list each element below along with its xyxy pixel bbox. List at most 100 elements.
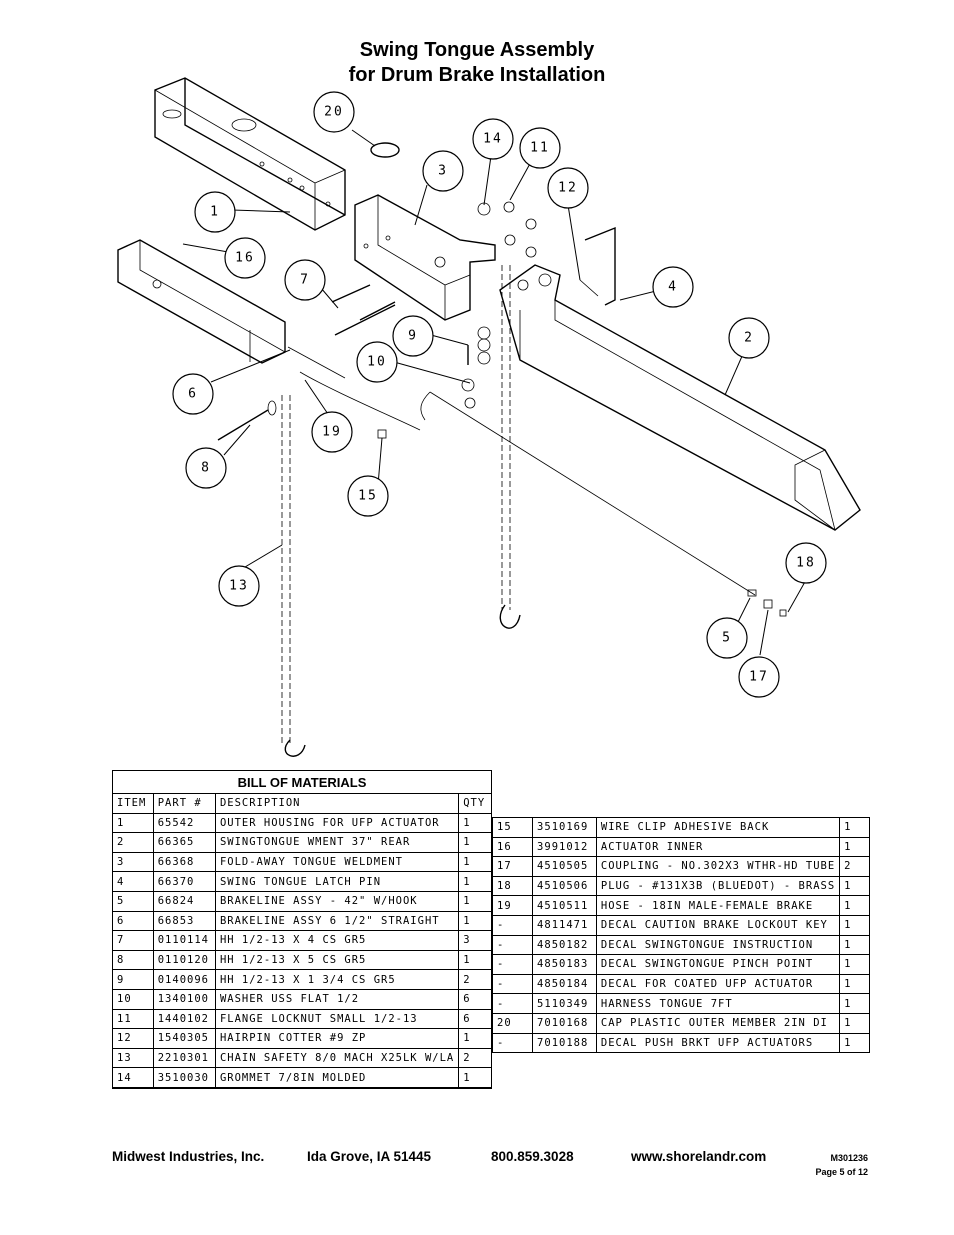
cell-part-number: 1440102 (152, 1008, 216, 1030)
cell-part-number: 0110114 (152, 930, 216, 951)
cell-qty: 1 (839, 817, 870, 838)
callout-18: 18 (785, 542, 827, 584)
footer-company: Midwest Industries, Inc. (112, 1149, 265, 1164)
cell-part-number: 3510030 (152, 1067, 216, 1089)
cell-part-number: 4850182 (532, 934, 597, 956)
callout-4: 4 (652, 266, 694, 308)
svg-text:7: 7 (300, 273, 310, 288)
svg-text:14: 14 (483, 132, 503, 147)
callout-10: 10 (356, 341, 398, 383)
cell-item: 17 (491, 856, 534, 877)
cell-item: 18 (491, 875, 534, 897)
cell-part-number: 66853 (152, 910, 216, 932)
cell-qty: 1 (458, 871, 492, 892)
svg-text:15: 15 (358, 489, 378, 504)
cell-part-number: 66365 (152, 832, 216, 853)
bom-table-left: BILL OF MATERIALS ITEM PART # DESCRIPTIO… (112, 770, 492, 1089)
svg-text:16: 16 (235, 251, 255, 266)
cell-qty: 1 (839, 1032, 870, 1054)
cell-description: SWING TONGUE LATCH PIN (214, 871, 460, 892)
svg-text:8: 8 (201, 461, 211, 476)
cell-qty: 1 (839, 973, 870, 995)
callout-12: 12 (547, 167, 589, 209)
cell-item: 1 (112, 812, 154, 834)
cell-qty: 1 (458, 949, 492, 971)
page-subtitle: for Drum Brake Installation (348, 64, 606, 86)
outer-housing-part (154, 77, 346, 231)
cell-description: HOSE - 18IN MALE-FEMALE BRAKE (595, 895, 841, 916)
cell-part-number: 3510169 (532, 817, 597, 838)
cell-part-number: 0110120 (152, 949, 216, 971)
cell-part-number: 4510511 (532, 895, 597, 916)
cell-description: ACTUATOR INNER (595, 836, 841, 858)
cell-item: 16 (491, 836, 534, 858)
exploded-assembly-diagram: 1 2 3 4 5 6 7 8 9 10 11 12 13 14 15 16 1… (117, 77, 861, 757)
cell-item: 9 (112, 969, 154, 990)
cell-item: 6 (112, 910, 154, 932)
cell-description: COUPLING - NO.302X3 WTHR-HD TUBE (595, 856, 841, 877)
cell-part-number: 65542 (152, 812, 216, 834)
cell-qty: 1 (839, 895, 870, 916)
cell-part-number: 0140096 (152, 969, 216, 990)
column-header-item: ITEM (112, 793, 154, 814)
cell-qty: 3 (458, 930, 492, 951)
callout-1: 1 (194, 191, 236, 233)
footer-website[interactable]: www.shorelandr.com (631, 1149, 767, 1164)
page-title: Swing Tongue Assembly (359, 39, 595, 61)
svg-text:18: 18 (796, 556, 816, 571)
callout-14: 14 (472, 118, 514, 160)
cell-item: 8 (112, 949, 154, 971)
svg-text:5: 5 (722, 631, 732, 646)
svg-text:11: 11 (530, 141, 550, 156)
cell-part-number: 4850183 (532, 954, 597, 975)
cell-qty: 6 (458, 1008, 492, 1030)
cell-qty: 1 (839, 934, 870, 956)
cell-qty: 2 (458, 1047, 492, 1069)
cell-description: DECAL CAUTION BRAKE LOCKOUT KEY (595, 914, 841, 936)
cell-qty: 1 (458, 1067, 492, 1089)
cell-description: HARNESS TONGUE 7FT (595, 993, 841, 1014)
callout-2: 2 (728, 317, 770, 359)
cell-description: DECAL PUSH BRKT UFP ACTUATORS (595, 1032, 841, 1054)
cell-qty: 2 (458, 969, 492, 990)
callout-19: 19 (311, 411, 353, 453)
cell-part-number: 2210301 (152, 1047, 216, 1069)
cell-description: FLANGE LOCKNUT SMALL 1/2-13 (214, 1008, 460, 1030)
callout-11: 11 (519, 127, 561, 169)
cell-item: 5 (112, 890, 154, 912)
cell-description: OUTER HOUSING FOR UFP ACTUATOR (214, 812, 460, 834)
cell-qty: 2 (839, 856, 870, 877)
callout-5: 5 (706, 617, 748, 659)
cell-item: 2 (112, 832, 154, 853)
cell-description: DECAL SWINGTONGUE PINCH POINT (595, 954, 841, 975)
cell-part-number: 3991012 (532, 836, 597, 858)
document-number: M301236 (830, 1153, 868, 1163)
cell-description: DECAL SWINGTONGUE INSTRUCTION (595, 934, 841, 956)
callout-7: 7 (284, 259, 326, 301)
cell-item: 3 (112, 851, 154, 873)
cell-item: - (491, 973, 534, 995)
svg-text:20: 20 (324, 105, 344, 120)
cell-description: BRAKELINE ASSY - 42" W/HOOK (214, 890, 460, 912)
svg-text:1: 1 (210, 205, 220, 220)
cell-qty: 1 (458, 832, 492, 853)
cell-part-number: 1340100 (152, 988, 216, 1010)
cell-item: 11 (112, 1008, 154, 1030)
cell-description: SWINGTONGUE WMENT 37" REAR (214, 832, 460, 853)
cell-part-number: 7010168 (532, 1012, 597, 1034)
callout-13: 13 (218, 565, 260, 607)
